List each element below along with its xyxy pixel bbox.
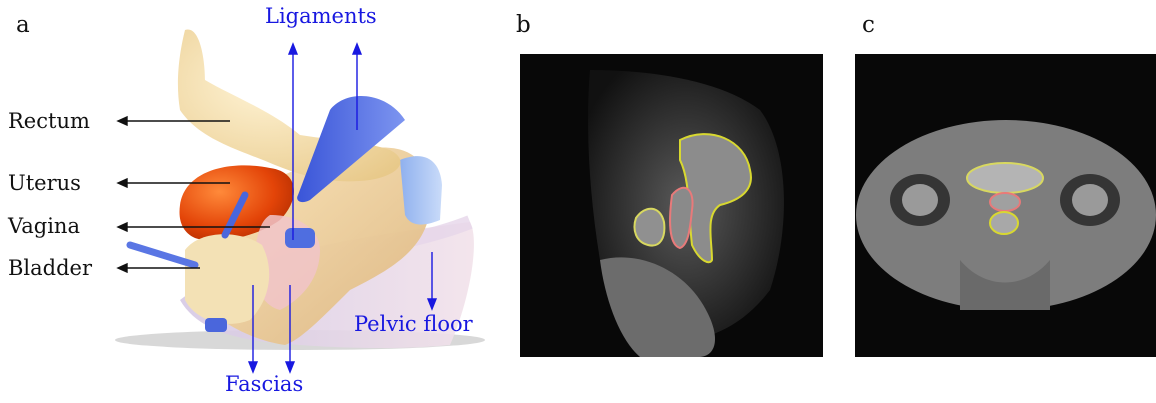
label-ligaments: Ligaments [265, 6, 377, 27]
rectum-contour-c [990, 212, 1018, 234]
mri-sagittal [520, 54, 823, 357]
bladder-contour-b [635, 209, 665, 246]
bladder-shape [185, 234, 269, 324]
ligament-block [285, 228, 315, 248]
label-uterus: Uterus [8, 173, 81, 194]
label-pelvic-floor: Pelvic floor [354, 314, 473, 335]
label-rectum: Rectum [8, 111, 90, 132]
mri-axial [855, 54, 1156, 357]
label-bladder: Bladder [8, 258, 92, 279]
ligament-bottom [205, 318, 227, 332]
label-fascias: Fascias [225, 374, 303, 395]
vagina-contour-c [990, 193, 1020, 211]
label-vagina: Vagina [8, 216, 80, 237]
right-cylinder [400, 156, 442, 224]
bladder-contour-c [967, 163, 1043, 193]
